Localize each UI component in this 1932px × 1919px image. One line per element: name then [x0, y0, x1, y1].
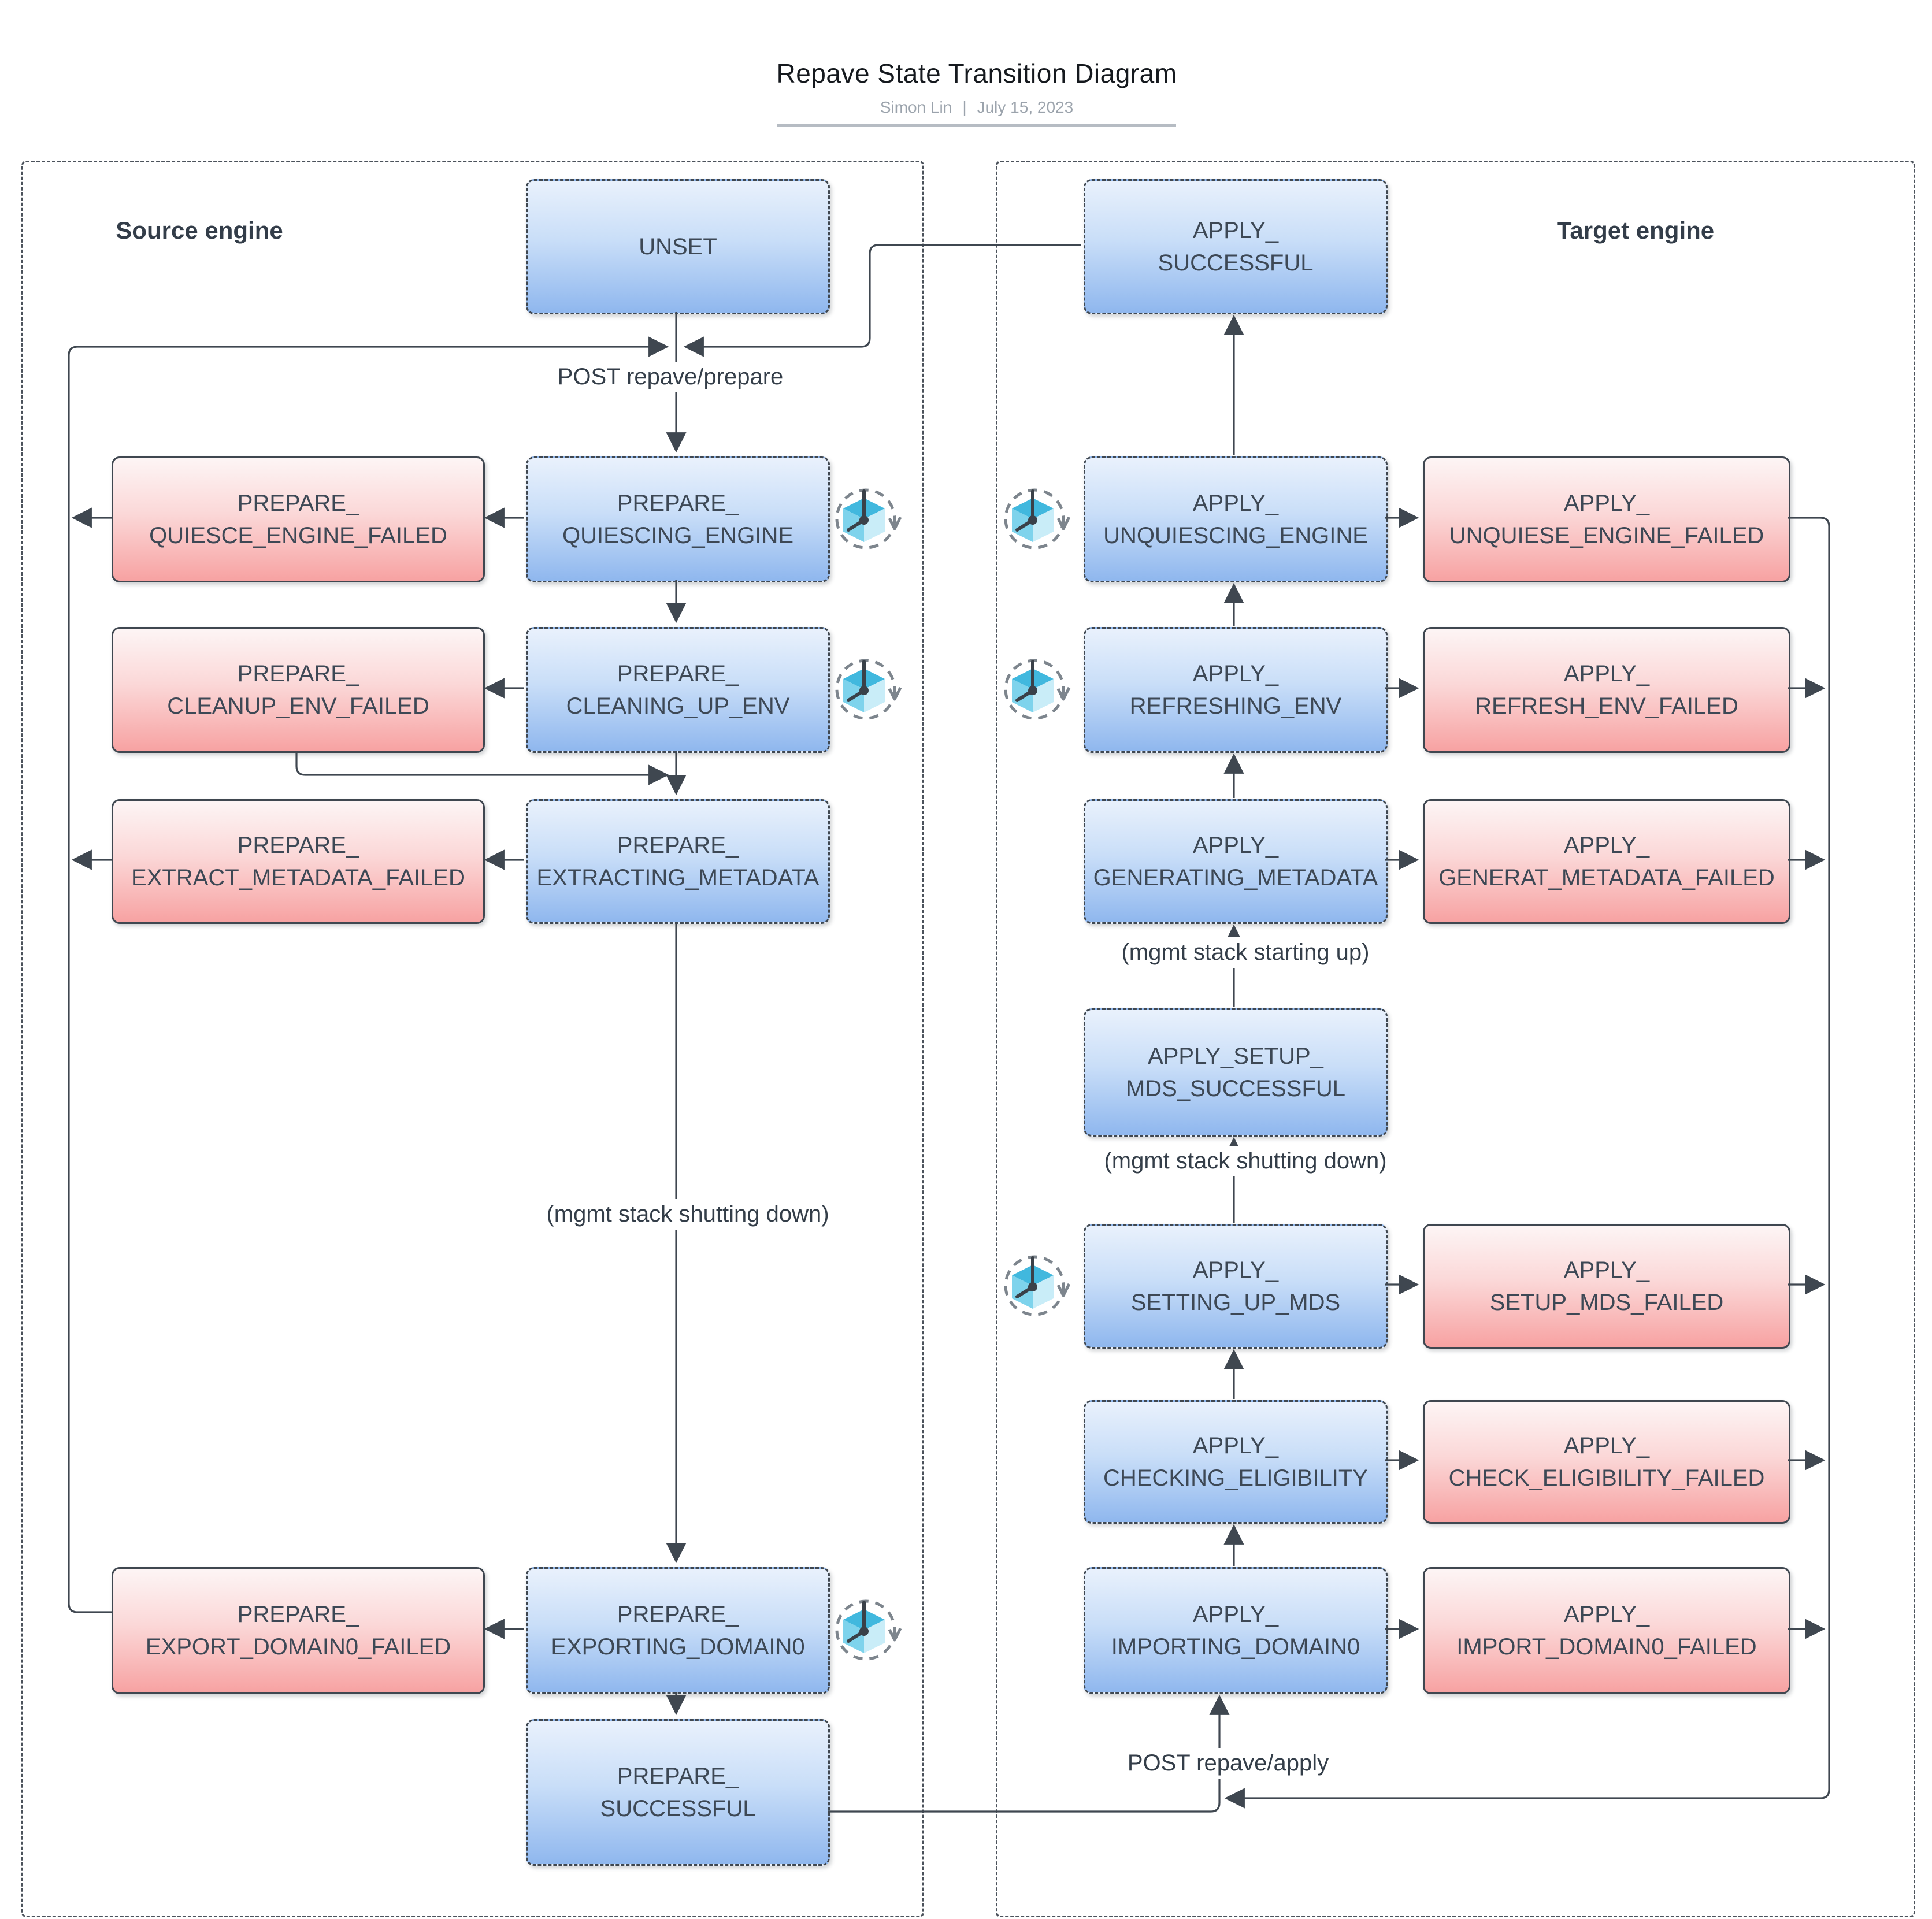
state-apply-setup-mds-failed: APPLY_ SETUP_MDS_FAILED: [1423, 1224, 1790, 1349]
state-prepare-quiescing-engine: PREPARE_ QUIESCING_ENGINE: [526, 456, 830, 582]
state-prepare-cleanup-env-failed: PREPARE_ CLEANUP_ENV_FAILED: [112, 627, 485, 753]
edge-label-mgmt-stack-shutting-down-target: (mgmt stack shutting down): [1055, 1146, 1436, 1176]
byline-separator: |: [962, 98, 967, 116]
state-prepare-successful: PREPARE_ SUCCESSFUL: [526, 1719, 830, 1866]
state-apply-setup-mds-successful: APPLY_SETUP_ MDS_SUCCESSFUL: [1084, 1008, 1388, 1137]
state-apply-refresh-env-failed: APPLY_ REFRESH_ENV_FAILED: [1423, 627, 1790, 753]
state-prepare-extracting-metadata: PREPARE_ EXTRACTING_METADATA: [526, 799, 830, 924]
source-engine-label: Source engine: [116, 217, 283, 244]
state-prepare-exporting-domain0: PREPARE_ EXPORTING_DOMAIN0: [526, 1567, 830, 1694]
state-apply-check-eligibility-failed: APPLY_ CHECK_ELIGIBILITY_FAILED: [1423, 1400, 1790, 1524]
state-apply-generating-metadata: APPLY_ GENERATING_METADATA: [1084, 799, 1388, 924]
state-apply-unquiese-engine-failed: APPLY_ UNQUIESE_ENGINE_FAILED: [1423, 456, 1790, 582]
author: Simon Lin: [880, 98, 952, 116]
state-apply-import-domain0-failed: APPLY_ IMPORT_DOMAIN0_FAILED: [1423, 1567, 1790, 1694]
edge-label-post-repave-apply: POST repave/apply: [1078, 1748, 1378, 1779]
state-apply-importing-domain0: APPLY_ IMPORTING_DOMAIN0: [1084, 1567, 1388, 1694]
edge-label-mgmt-stack-shutting-down-source: (mgmt stack shutting down): [503, 1199, 873, 1230]
target-engine-container: [996, 161, 1915, 1917]
byline: Simon Lin | July 15, 2023: [630, 98, 1323, 117]
state-unset: UNSET: [526, 179, 830, 314]
target-engine-label: Target engine: [1556, 217, 1715, 244]
title-divider: [777, 124, 1176, 127]
edge-label-mgmt-stack-starting-up: (mgmt stack starting up): [1060, 937, 1430, 968]
state-prepare-quiesce-engine-failed: PREPARE_ QUIESCE_ENGINE_FAILED: [112, 456, 485, 582]
state-prepare-cleaning-up-env: PREPARE_ CLEANING_UP_ENV: [526, 627, 830, 753]
state-apply-setting-up-mds: APPLY_ SETTING_UP_MDS: [1084, 1224, 1388, 1349]
state-apply-successful: APPLY_ SUCCESSFUL: [1084, 179, 1388, 314]
state-prepare-export-domain0-failed: PREPARE_ EXPORT_DOMAIN0_FAILED: [112, 1567, 485, 1694]
diagram-header: Repave State Transition Diagram Simon Li…: [630, 58, 1323, 127]
date: July 15, 2023: [977, 98, 1074, 116]
state-apply-refreshing-env: APPLY_ REFRESHING_ENV: [1084, 627, 1388, 753]
source-engine-container: [21, 161, 924, 1917]
state-prepare-extract-metadata-failed: PREPARE_ EXTRACT_METADATA_FAILED: [112, 799, 485, 924]
page-title: Repave State Transition Diagram: [776, 58, 1177, 88]
edge-label-post-repave-prepare: POST repave/prepare: [509, 362, 832, 392]
state-apply-generat-metadata-failed: APPLY_ GENERAT_METADATA_FAILED: [1423, 799, 1790, 924]
state-apply-unquiescing-engine: APPLY_ UNQUIESCING_ENGINE: [1084, 456, 1388, 582]
state-apply-checking-eligibility: APPLY_ CHECKING_ELIGIBILITY: [1084, 1400, 1388, 1524]
